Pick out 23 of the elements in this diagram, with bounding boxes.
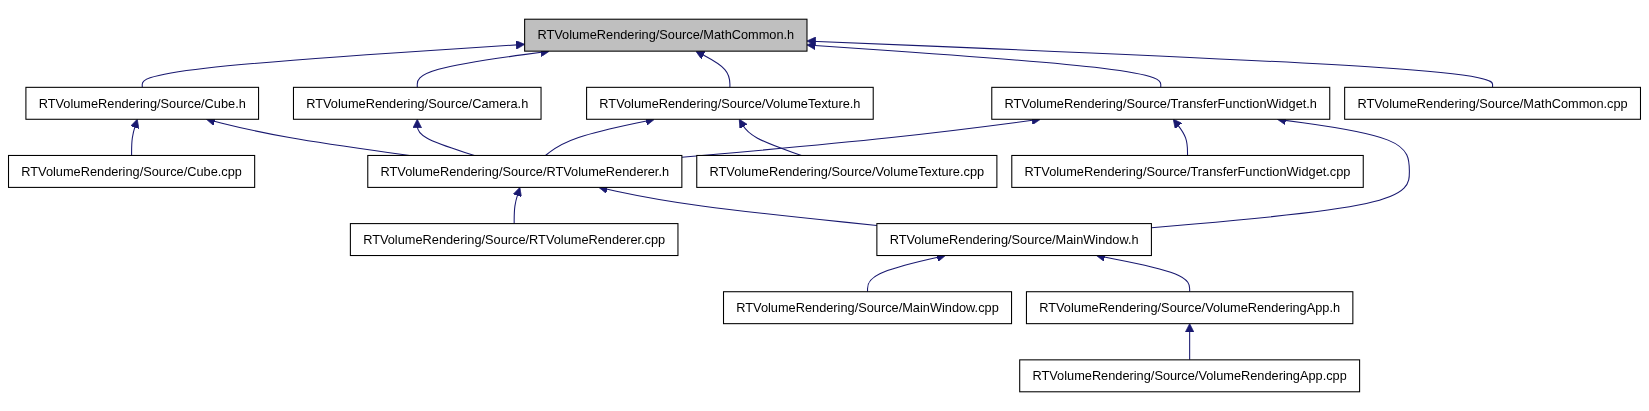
arrow bbox=[806, 36, 1494, 88]
node-box: RTVolumeRendering/Source/VolumeTexture.cpp bbox=[696, 154, 998, 188]
node-box: RTVolumeRendering/Source/VolumeRenderingApp.h bbox=[1025, 291, 1354, 325]
node-box: RTVolumeRendering/Source/VolumeRenderingApp.cpp bbox=[1019, 359, 1361, 393]
node-box: RTVolumeRendering/Source/MainWindow.h bbox=[876, 223, 1152, 257]
node-box: RTVolumeRendering/Source/MathCommon.cpp bbox=[1344, 86, 1641, 120]
node-box: RTVolumeRendering/Source/Cube.h bbox=[25, 86, 260, 120]
node-box: RTVolumeRendering/Source/TransferFunctionWidget.h bbox=[991, 86, 1331, 120]
arrow bbox=[738, 118, 802, 156]
node-box: RTVolumeRendering/Source/RTVolumeRenderer.h bbox=[367, 154, 683, 188]
node-box: RTVolumeRendering/Source/MainWindow.cpp bbox=[723, 291, 1013, 325]
node-box: RTVolumeRendering/Source/MathCommon.h bbox=[524, 18, 808, 52]
node-box: RTVolumeRendering/Source/Camera.h bbox=[292, 86, 542, 120]
arrow bbox=[130, 118, 140, 156]
arrow bbox=[1184, 323, 1195, 361]
node-box: RTVolumeRendering/Source/TransferFunctionWidget.cpp bbox=[1011, 154, 1364, 188]
node-box: RTVolumeRendering/Source/RTVolumeRenderer.cpp bbox=[349, 223, 679, 257]
arrow bbox=[695, 50, 731, 88]
arrow bbox=[512, 187, 522, 225]
arrow bbox=[806, 40, 1162, 88]
node-box: RTVolumeRendering/Source/Cube.cpp bbox=[8, 154, 256, 188]
node-box: RTVolumeRendering/Source/VolumeTexture.h bbox=[586, 86, 874, 120]
arrow bbox=[1172, 118, 1189, 156]
